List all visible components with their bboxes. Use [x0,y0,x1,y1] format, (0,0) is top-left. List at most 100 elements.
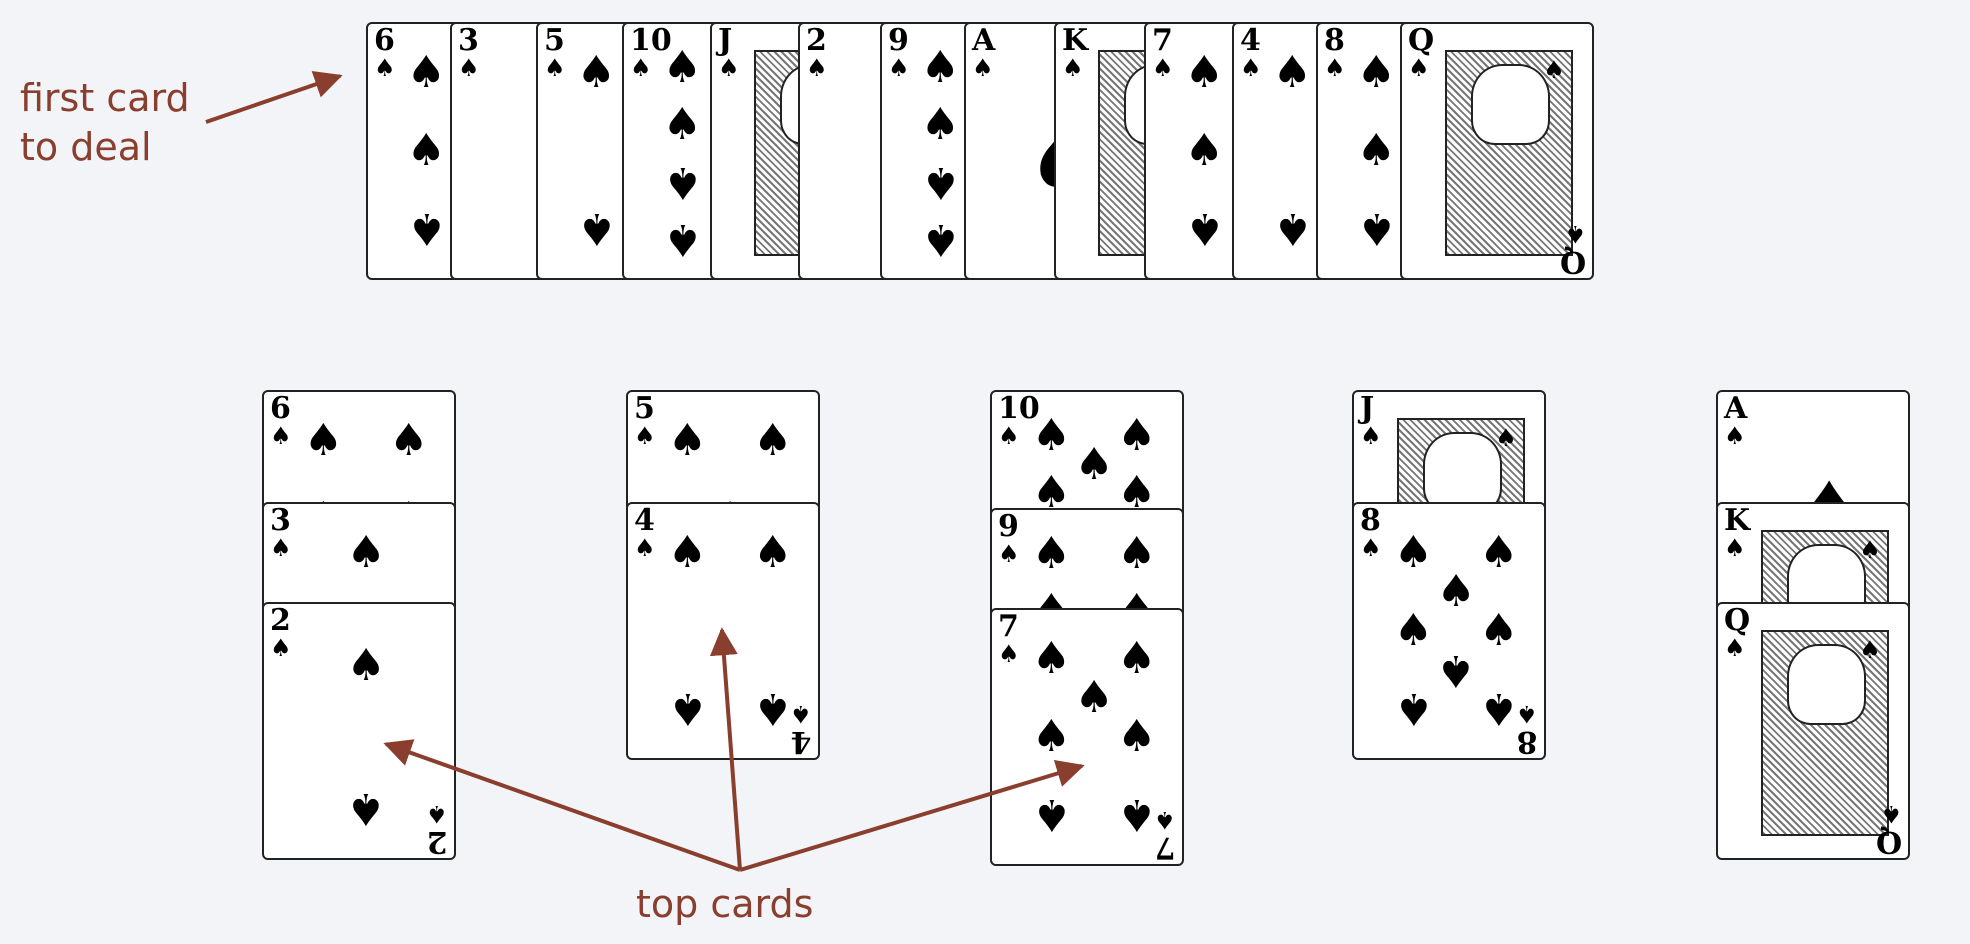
spade-icon: ♠ [920,99,961,150]
card-rank-label: 4♠ [1240,23,1262,82]
card-rank-label: 10♠ [998,391,1040,450]
pile-5-card-q: Q♠ ♠ Q♠ [1716,602,1910,860]
spade-icon: ♠ [1859,535,1881,564]
spade-icon: ♠ [576,47,617,99]
spade-icon: ♠ [1393,604,1434,656]
spade-icon: ♠ [1479,604,1519,656]
spade-icon: ♠ [1184,203,1225,255]
spade-icon: ♠ [662,156,703,208]
card-q-of-spades: Q♠ ♠ Q♠ [1400,22,1594,280]
spade-icon: ♠ [920,156,961,208]
card-rank-label: J♠ [1360,391,1382,450]
spade-icon: ♠ [346,640,386,692]
card-rank-label: 4♠ [634,503,656,562]
spade-icon: ♠ [1436,644,1476,696]
spade-icon: ♠ [1031,410,1072,462]
card-rank-label: 3♠ [270,503,292,562]
spade-icon: ♠ [753,527,793,579]
card-rank-label: 6♠ [270,391,292,450]
face-figure-head [1471,63,1550,145]
face-card-figure: ♠ [1760,629,1889,837]
spade-icon: ♠ [920,213,961,265]
card-rank-label: K♠ [1062,23,1089,82]
pile-4-card-8: 8♠♠♠♠♠♠♠♠♠8♠ [1352,502,1546,760]
spade-icon: ♠ [1495,423,1517,452]
spade-icon: ♠ [667,527,708,579]
card-rank-label: 9♠ [888,23,910,82]
spade-icon: ♠ [1272,47,1313,99]
spade-icon: ♠ [920,42,961,94]
spade-icon: ♠ [576,203,617,255]
card-rank-label: 2♠ [806,23,828,82]
spade-icon: ♠ [406,47,447,99]
spade-icon: ♠ [303,415,344,467]
spade-icon: ♠ [389,415,429,467]
card-rank-label: 6♠ [374,23,396,82]
card-rank-label-inverted: 2♠ [426,800,448,859]
spade-icon: ♠ [1184,124,1225,176]
spade-icon: ♠ [1117,467,1157,518]
spade-icon: ♠ [1031,789,1072,841]
spade-icon: ♠ [1117,710,1157,762]
spade-icon: ♠ [1859,635,1881,664]
spade-icon: ♠ [1074,438,1114,490]
card-rank-label: Q♠ [1724,603,1751,662]
spade-icon: ♠ [1356,203,1397,255]
spade-icon: ♠ [1117,410,1157,462]
card-rank-label: 8♠ [1360,503,1382,562]
spade-icon: ♠ [1031,467,1072,518]
spade-icon: ♠ [1074,672,1114,724]
spade-icon: ♠ [346,783,386,835]
card-rank-label: K♠ [1724,503,1751,562]
spade-icon: ♠ [1272,203,1313,255]
card-rank-label: 5♠ [634,391,656,450]
spade-icon: ♠ [1479,683,1519,735]
face-card-figure: ♠ [1444,49,1573,257]
card-rank-label-inverted: 7♠ [1154,806,1176,865]
first-card-arrow [205,70,343,124]
spade-icon: ♠ [753,683,793,735]
face-figure-head [1787,643,1866,725]
card-rank-label: 8♠ [1324,23,1346,82]
first-card-label: first card to deal [20,76,190,170]
card-rank-label: 10♠ [630,23,672,82]
spade-icon: ♠ [346,527,386,579]
spade-icon: ♠ [1184,47,1225,99]
spade-icon: ♠ [1479,527,1519,579]
top-cards-label: top cards [636,882,814,926]
pile-2-card-4: 4♠♠♠♠♠4♠ [626,502,820,760]
card-rank-label: Q♠ [1408,23,1435,82]
card-rank-label-inverted: 4♠ [790,700,812,759]
card-rank-label-inverted: Q♠ [1559,220,1586,279]
spade-icon: ♠ [1117,633,1157,685]
spade-icon: ♠ [662,42,703,94]
spade-icon: ♠ [1393,683,1434,735]
spade-icon: ♠ [1543,55,1565,84]
spade-icon: ♠ [1356,124,1397,176]
card-rank-label: 7♠ [1152,23,1174,82]
spade-icon: ♠ [1436,566,1476,618]
card-rank-label: A♠ [1724,391,1748,450]
card-rank-label: 7♠ [998,609,1020,668]
spade-icon: ♠ [662,99,703,150]
spade-icon: ♠ [662,213,703,265]
spade-icon: ♠ [1117,528,1157,580]
spade-icon: ♠ [1031,633,1072,685]
spade-icon: ♠ [1031,710,1072,762]
card-rank-label: 2♠ [270,603,292,662]
spade-icon: ♠ [406,124,447,176]
spade-icon: ♠ [406,203,447,255]
card-rank-label: 9♠ [998,509,1020,568]
card-rank-label: J♠ [718,23,740,82]
card-rank-label-inverted: Q♠ [1875,800,1902,859]
spade-icon: ♠ [753,415,793,467]
spade-icon: ♠ [1117,789,1157,841]
card-rank-label: A♠ [972,23,996,82]
spade-icon: ♠ [1356,47,1397,99]
card-rank-label: 3♠ [458,23,480,82]
card-rank-label: 5♠ [544,23,566,82]
spade-icon: ♠ [667,683,708,735]
card-rank-label-inverted: 8♠ [1516,700,1538,759]
pile-1-card-2: 2♠ ♠ ♠ 2♠ [262,602,456,860]
